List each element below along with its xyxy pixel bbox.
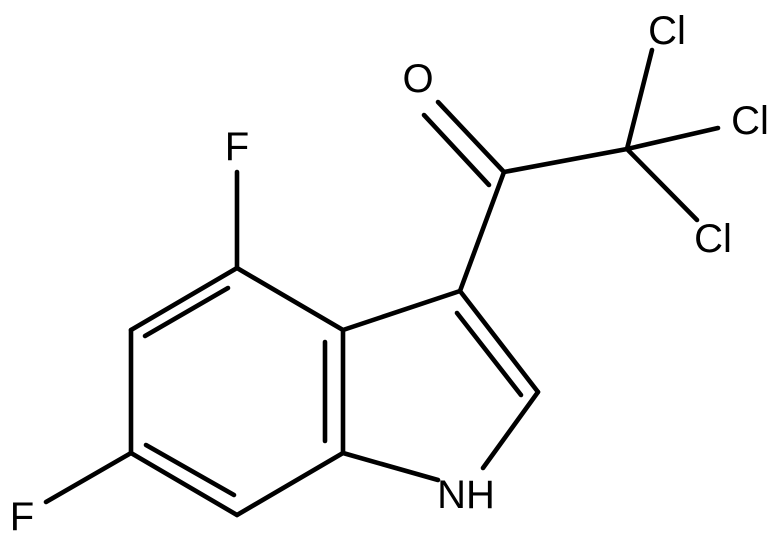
bond-c6-f — [43, 450, 134, 505]
bond-c2-n1 — [480, 389, 541, 471]
bond-c6-c7-inner — [143, 442, 237, 498]
bond-c4-c5-inner — [142, 285, 231, 339]
bond-c3-c2-inner — [454, 310, 524, 398]
bond-c-cl1 — [624, 47, 655, 152]
atom-label-nh: NH — [437, 473, 495, 517]
atom-label-cl3: Cl — [694, 217, 732, 261]
atom-label-o: O — [402, 57, 433, 101]
bond-c3-c2 — [457, 288, 541, 395]
bond-c3-carbonyl — [457, 169, 507, 294]
bond-c3a-c4 — [234, 265, 346, 333]
bond-carbonyl-o-double — [421, 112, 492, 188]
atom-label-f4: F — [225, 125, 249, 169]
bond-carbonyl-o — [435, 99, 507, 175]
bond-n1-c7a — [340, 450, 441, 483]
atom-label-cl2: Cl — [731, 99, 769, 143]
bond-c3a-c3 — [340, 288, 463, 333]
bond-carbonyl-ccl3 — [501, 146, 630, 175]
bond-c-cl2 — [624, 125, 721, 152]
bond-c7-c7a — [234, 450, 346, 518]
bond-c4-c5 — [128, 265, 240, 333]
bond-c-cl3 — [624, 146, 700, 223]
atom-label-cl1: Cl — [648, 9, 686, 53]
bond-c6-c7 — [128, 450, 240, 518]
atom-label-f6: F — [10, 495, 34, 539]
